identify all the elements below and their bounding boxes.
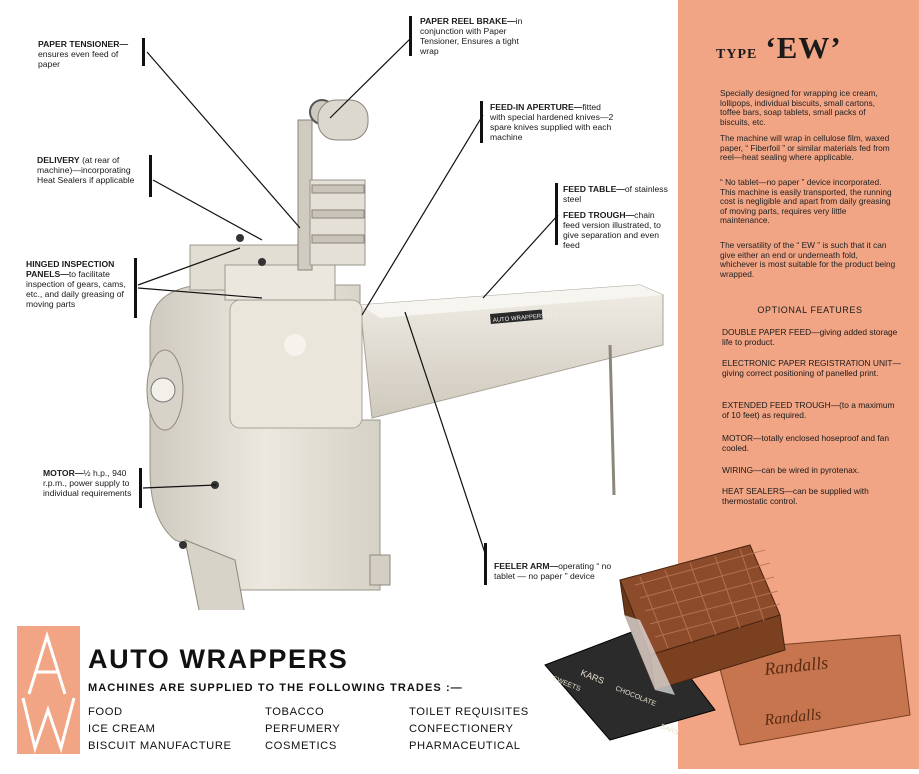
- type-prefix: TYPE: [716, 47, 758, 62]
- trade-item: CONFECTIONERY: [409, 723, 514, 735]
- trade-item: BISCUIT MANUFACTURE: [88, 740, 232, 752]
- callout-bar: [142, 38, 145, 66]
- trades-column-2: TOBACCO PERFUMERY COSMETICS: [265, 704, 340, 755]
- callout-body: (at rear of machine)—incorporating Heat …: [37, 155, 135, 185]
- trade-item: PERFUMERY: [265, 723, 341, 735]
- aw-monogram-icon: [21, 630, 76, 754]
- description-paragraph: The versatility of the “ EW ” is such th…: [720, 240, 896, 279]
- optional-feature-item: DOUBLE PAPER FEED—giving added storage l…: [722, 327, 902, 347]
- callout-feeler-arm: FEELER ARM—operating “ no tablet — no pa…: [494, 561, 616, 581]
- feature-tag: DOUBLE PAPER FEED: [722, 327, 812, 337]
- trade-item: FOOD: [88, 706, 123, 718]
- callout-bar: [555, 183, 558, 245]
- optional-feature-item: MOTOR—totally enclosed hoseproof and fan…: [722, 433, 902, 453]
- callout-body: ensures even feed of paper: [38, 49, 119, 69]
- wrapped-products-image: Randalls Randalls KARS CHOCOLATE BARS SW…: [540, 540, 919, 769]
- callout-tag: PAPER REEL BRAKE—: [420, 16, 516, 26]
- trade-item: COSMETICS: [265, 740, 337, 752]
- feature-body: —can be wired in pyrotenax.: [753, 465, 860, 475]
- model-name: ‘EW’: [765, 30, 842, 65]
- feature-body: —giving added storage life to product.: [722, 327, 898, 347]
- feature-tag: WIRING: [722, 465, 754, 475]
- optional-features-heading: OPTIONAL FEATURES: [757, 305, 863, 315]
- callout-body: operating “ no tablet — no paper ” devic…: [494, 561, 612, 581]
- callout-tag: FEED TABLE—: [563, 184, 625, 194]
- callout-body: ½ h.p., 940 r.p.m., power supply to indi…: [43, 468, 132, 498]
- trades-column-1: FOOD ICE CREAM BISCUIT MANUFACTURE: [88, 704, 232, 755]
- callout-feed-in-aperture: FEED-IN APERTURE—fitted with special har…: [490, 102, 618, 142]
- callout-body: fitted with special hardened knives—2 sp…: [490, 102, 614, 142]
- callout-tag: FEED TROUGH—: [563, 210, 635, 220]
- callout-body: in conjunction with Paper Tensioner, Ens…: [420, 16, 523, 56]
- brand-title: AUTO WRAPPERS: [88, 644, 349, 674]
- trades-heading: MACHINES ARE SUPPLIED TO THE FOLLOWING T…: [88, 682, 463, 694]
- callout-delivery: DELIVERY (at rear of machine)—incorporat…: [37, 155, 147, 185]
- callout-tag: MOTOR—: [43, 468, 84, 478]
- callout-bar: [409, 16, 412, 56]
- optional-feature-item: EXTENDED FEED TROUGH—(to a maximum of 10…: [722, 400, 902, 420]
- feature-body: —(to a maximum of 10 feet) as required.: [722, 400, 895, 420]
- feature-tag: HEAT SEALERS: [722, 486, 785, 496]
- description-paragraph: Specially designed for wrapping ice crea…: [720, 88, 878, 127]
- trade-item: TOILET REQUISITES: [409, 706, 529, 718]
- callout-body: to facilitate inspection of gears, cams,…: [26, 269, 126, 309]
- callout-tag: PAPER TENSIONER—: [38, 39, 129, 49]
- callout-feed-table: FEED TABLE—of stainless steel: [563, 184, 673, 204]
- callout-paper-tensioner: PAPER TENSIONER—ensures even feed of pap…: [38, 39, 140, 69]
- callout-bar: [139, 468, 142, 508]
- callout-bar: [480, 101, 483, 143]
- optional-feature-item: ELECTRONIC PAPER REGISTRATION UNIT—givin…: [722, 358, 902, 378]
- optional-feature-item: WIRING—can be wired in pyrotenax.: [722, 465, 902, 475]
- feature-tag: EXTENDED FEED TROUGH: [722, 400, 831, 410]
- feature-tag: ELECTRONIC PAPER REGISTRATION UNIT: [722, 358, 893, 368]
- callout-hinged-inspection-panels: HINGED INSPECTION PANELS—to facilitate i…: [26, 259, 132, 309]
- callout-paper-reel-brake: PAPER REEL BRAKE—in conjunction with Pap…: [420, 16, 535, 56]
- callout-bar: [484, 543, 487, 585]
- callout-tag: HINGED INSPECTION PANELS—: [26, 259, 115, 279]
- trade-item: ICE CREAM: [88, 723, 156, 735]
- feature-body: —giving correct positioning of panelled …: [722, 358, 901, 378]
- machine-name-plate: AUTO WRAPPERS LTD: [493, 312, 559, 324]
- callout-tag: FEED-IN APERTURE—: [490, 102, 583, 112]
- feature-body: —can be supplied with thermostatic contr…: [722, 486, 869, 506]
- description-paragraph: The machine will wrap in cellulose film,…: [720, 133, 890, 163]
- callout-body: chain feed version illustrated, to give …: [563, 210, 661, 250]
- callout-tag: DELIVERY: [37, 155, 80, 165]
- callout-motor: MOTOR—½ h.p., 940 r.p.m., power supply t…: [43, 468, 137, 498]
- callout-feed-trough: FEED TROUGH—chain feed version illustrat…: [563, 210, 673, 250]
- optional-feature-item: HEAT SEALERS—can be supplied with thermo…: [722, 486, 902, 506]
- feature-tag: MOTOR: [722, 433, 754, 443]
- trades-column-3: TOILET REQUISITES CONFECTIONERY PHARMACE…: [409, 704, 529, 755]
- description-paragraph: “ No tablet—no paper ” device incorporat…: [720, 177, 892, 226]
- randalls-label-side: Randalls: [763, 706, 822, 729]
- aw-logo: [17, 626, 80, 754]
- bar-label-c: BARS: [659, 723, 680, 737]
- callout-body: of stainless steel: [563, 184, 668, 204]
- model-heading: TYPE ‘EW’: [716, 30, 842, 66]
- trade-item: PHARMACEUTICAL: [409, 740, 521, 752]
- product-packs-drawing: Randalls Randalls KARS CHOCOLATE BARS SW…: [544, 544, 911, 746]
- feature-body: —totally enclosed hoseproof and fan cool…: [722, 433, 889, 453]
- callout-tag: FEELER ARM—: [494, 561, 559, 571]
- callout-bar: [134, 258, 137, 318]
- trade-item: TOBACCO: [265, 706, 325, 718]
- callout-bar: [149, 155, 152, 197]
